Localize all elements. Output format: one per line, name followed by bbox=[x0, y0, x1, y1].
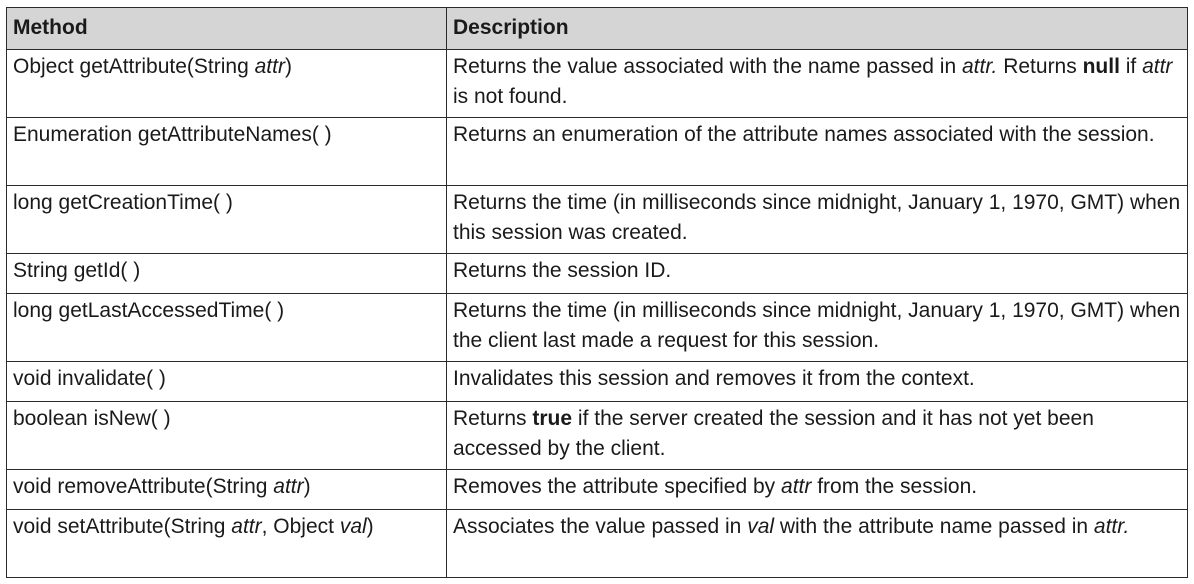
text-segment: with the attribute name passed in bbox=[774, 515, 1094, 538]
table-row: Enumeration getAttributeNames( ) Returns … bbox=[6, 117, 1188, 186]
text-segment: true bbox=[532, 407, 573, 430]
text-segment: attr. bbox=[961, 55, 998, 78]
column-header-description: Description bbox=[446, 7, 1188, 50]
text-segment: ) bbox=[366, 515, 374, 538]
table-row: void setAttribute(String attr, Object va… bbox=[6, 509, 1188, 578]
method-cell: boolean isNew( ) bbox=[6, 401, 447, 470]
table-row: long getLastAccessedTime( ) Returns the t… bbox=[6, 293, 1188, 362]
method-cell: String getId( ) bbox=[6, 253, 447, 294]
table-row: void removeAttribute(String attr)Removes… bbox=[6, 469, 1188, 510]
text-segment: void removeAttribute(String bbox=[13, 475, 274, 498]
text-segment: if bbox=[1119, 55, 1143, 78]
text-segment: is not found. bbox=[453, 84, 568, 108]
method-table-container: Method Description Object getAttribute(S… bbox=[6, 7, 1188, 578]
method-cell: long getLastAccessedTime( ) bbox=[6, 293, 447, 362]
table-row: boolean isNew( ) Returns true if the serv… bbox=[6, 401, 1188, 470]
text-segment: attr bbox=[781, 475, 812, 498]
text-segment: attr bbox=[1142, 55, 1173, 78]
text-segment: ) bbox=[284, 55, 292, 78]
text-segment: null bbox=[1082, 55, 1120, 78]
text-segment: attr bbox=[254, 55, 285, 78]
text-segment: Removes the attribute specified by bbox=[453, 475, 782, 498]
text-segment: Invalidates this session and removes it … bbox=[453, 367, 975, 390]
description-cell: Associates the value passed in val with … bbox=[446, 509, 1188, 578]
table-row: String getId( ) Returns the session ID. bbox=[6, 253, 1188, 294]
text-segment: String getId( ) bbox=[13, 259, 141, 282]
description-cell: Returns true if the server created the s… bbox=[446, 401, 1188, 470]
text-segment: Returns bbox=[453, 407, 533, 430]
text-segment: long getLastAccessedTime( ) bbox=[13, 299, 285, 322]
method-cell: void setAttribute(String attr, Object va… bbox=[6, 509, 447, 578]
text-segment: Enumeration getAttributeNames( ) bbox=[13, 123, 332, 146]
text-segment: val bbox=[747, 515, 775, 538]
text-segment: Object getAttribute(String bbox=[13, 55, 255, 78]
table-header-row: Method Description bbox=[6, 7, 1188, 50]
text-segment: Returns bbox=[997, 55, 1083, 78]
text-segment: Returns the session ID. bbox=[453, 259, 672, 282]
text-segment: Associates the value passed in bbox=[453, 515, 748, 538]
text-segment: void setAttribute(String bbox=[13, 515, 232, 538]
method-cell: Object getAttribute(String attr) bbox=[6, 49, 447, 118]
table-row: Object getAttribute(String attr) Returns … bbox=[6, 49, 1188, 118]
description-cell: Invalidates this session and removes it … bbox=[446, 361, 1188, 402]
session-methods-table: Method Description Object getAttribute(S… bbox=[6, 7, 1188, 578]
text-segment: val bbox=[339, 515, 367, 538]
column-header-method: Method bbox=[6, 7, 447, 50]
text-segment: , Object bbox=[261, 515, 340, 538]
text-segment: Returns an enumeration of the attribute … bbox=[453, 123, 1155, 146]
table-body: Object getAttribute(String attr) Returns … bbox=[6, 49, 1188, 578]
text-segment: void invalidate( ) bbox=[13, 367, 166, 390]
text-segment: attr. bbox=[1093, 515, 1130, 538]
text-segment: from the session. bbox=[811, 475, 978, 498]
text-segment: long getCreationTime( ) bbox=[13, 191, 233, 214]
method-cell: long getCreationTime( ) bbox=[6, 185, 447, 254]
text-segment: attr bbox=[273, 475, 304, 498]
description-cell: Returns the time (in milliseconds since … bbox=[446, 185, 1188, 254]
text-segment: Returns the time (in milliseconds since … bbox=[453, 191, 1181, 244]
table-row: void invalidate( ) Invalidates this sessi… bbox=[6, 361, 1188, 402]
description-cell: Returns the session ID. bbox=[446, 253, 1188, 294]
text-segment: Returns the time (in milliseconds since … bbox=[453, 299, 1181, 352]
text-segment: Returns the value associated with the na… bbox=[453, 55, 962, 78]
text-segment: boolean isNew( ) bbox=[13, 407, 171, 430]
description-cell: Returns an enumeration of the attribute … bbox=[446, 117, 1188, 186]
description-cell: Returns the value associated with the na… bbox=[446, 49, 1188, 118]
description-cell: Removes the attribute specified by attr … bbox=[446, 469, 1188, 510]
text-segment: ) bbox=[303, 475, 311, 498]
text-segment: attr bbox=[231, 515, 262, 538]
method-cell: void invalidate( ) bbox=[6, 361, 447, 402]
method-cell: Enumeration getAttributeNames( ) bbox=[6, 117, 447, 186]
method-cell: void removeAttribute(String attr) bbox=[6, 469, 447, 510]
table-row: long getCreationTime( ) Returns the time … bbox=[6, 185, 1188, 254]
text-segment: if the server created the session and it… bbox=[453, 407, 1094, 460]
description-cell: Returns the time (in milliseconds since … bbox=[446, 293, 1188, 362]
